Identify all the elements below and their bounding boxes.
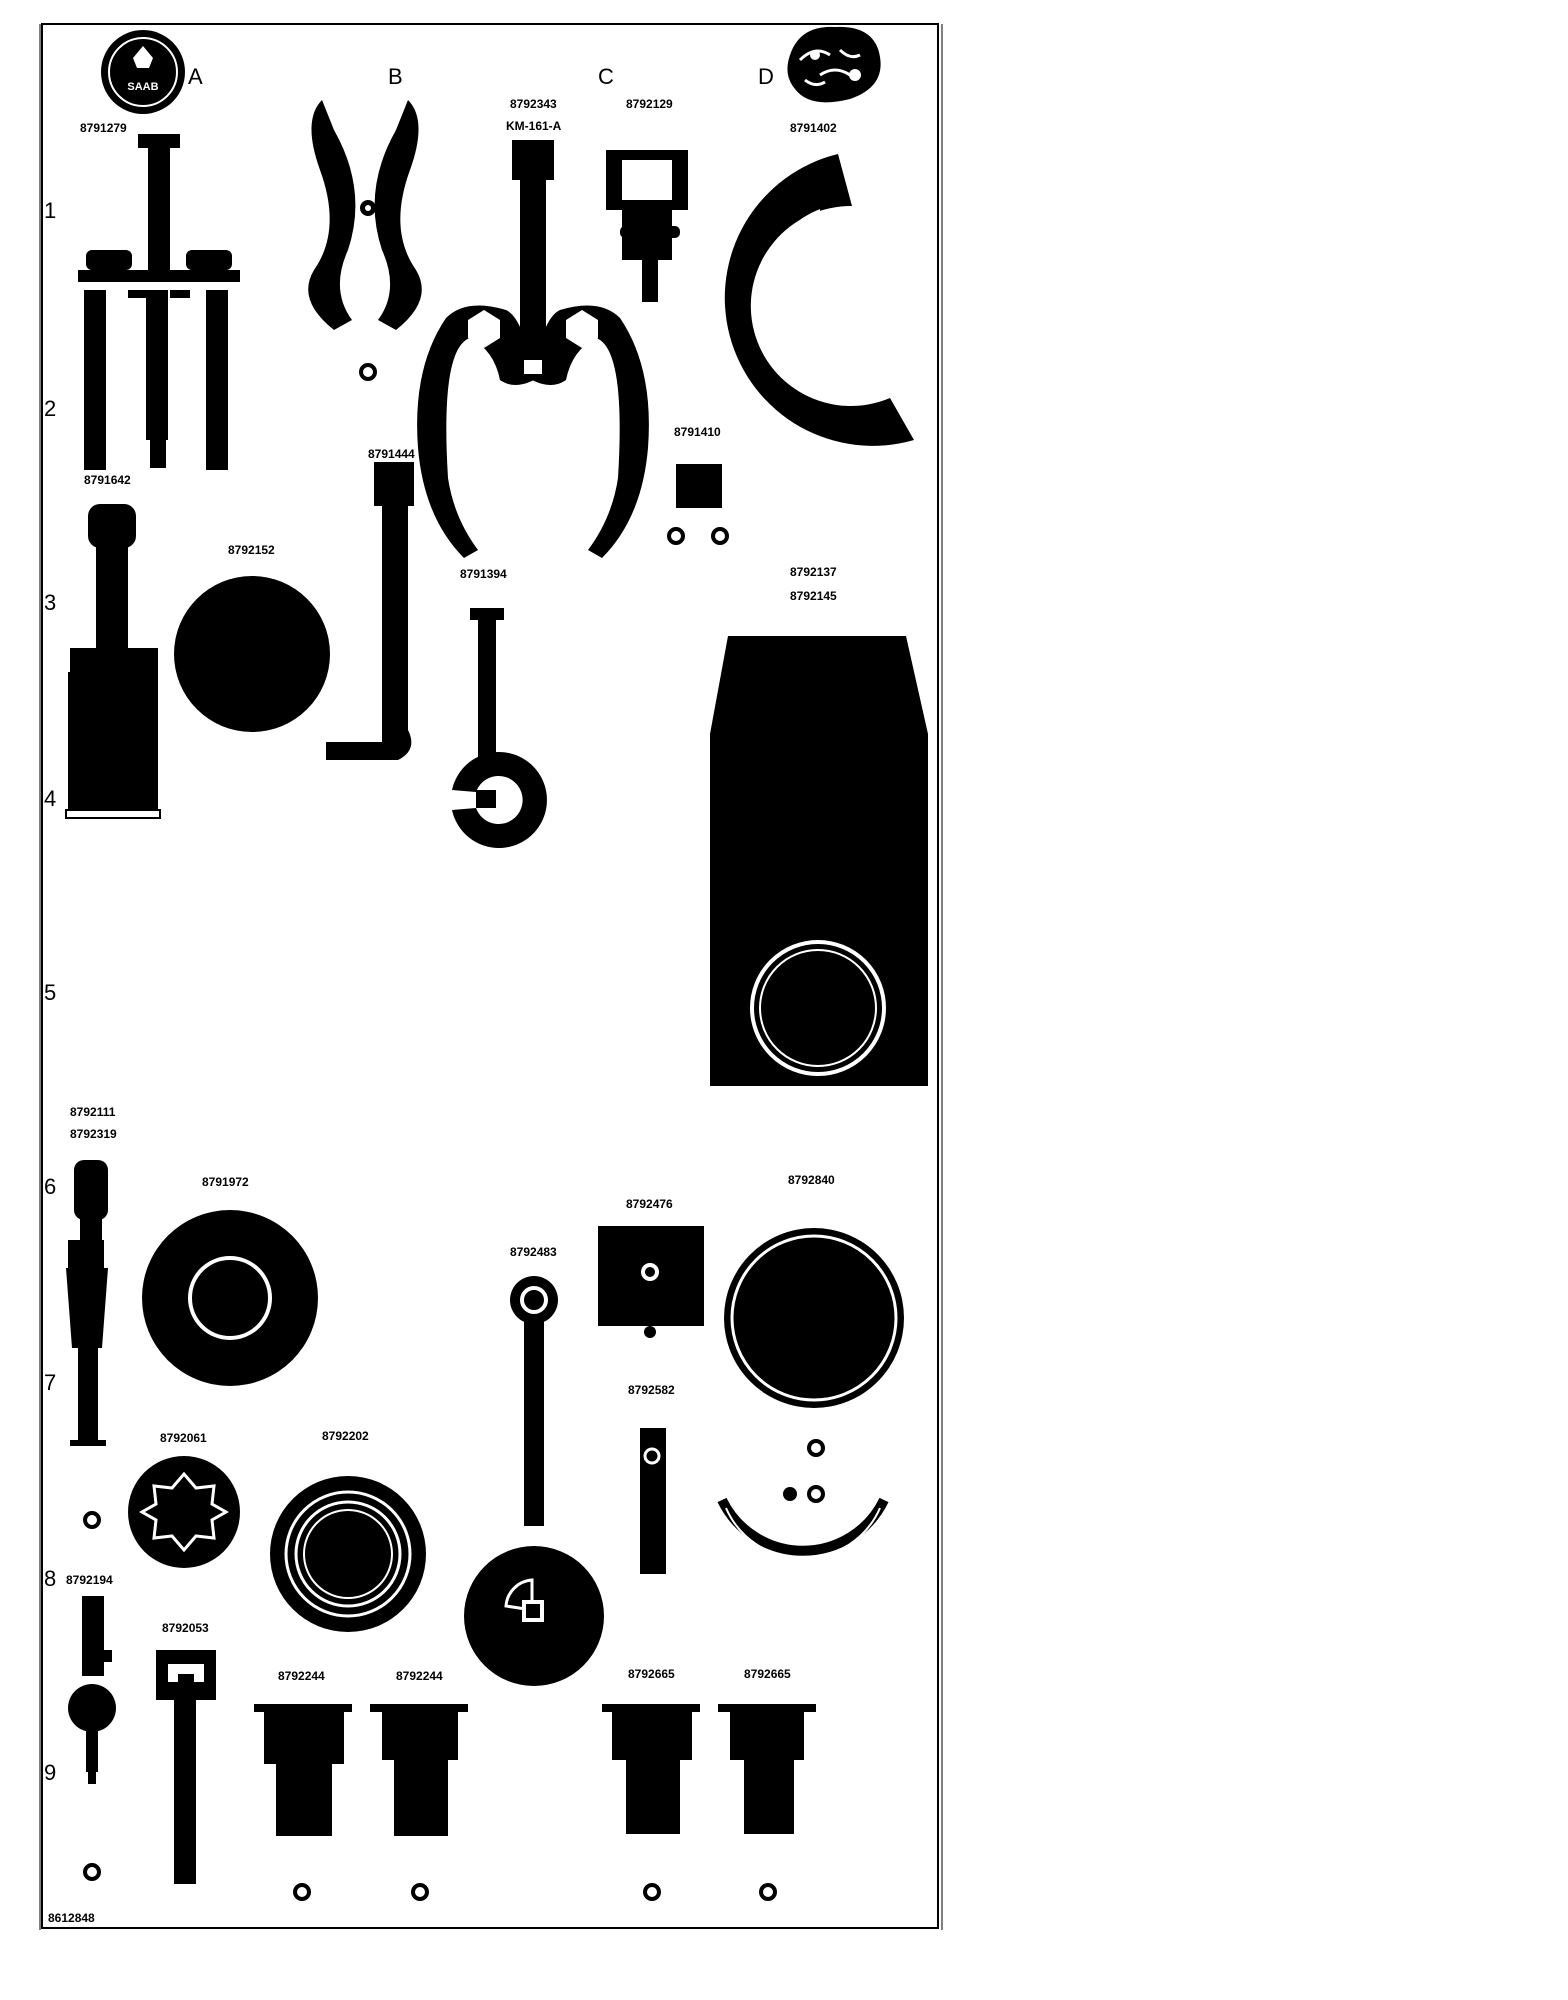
peg-hole — [83, 1863, 101, 1881]
part-label-8792840: 8792840 — [788, 1173, 835, 1187]
document-number: 8612848 — [48, 1911, 95, 1925]
ring-wrench-8791394 — [452, 608, 547, 849]
block-tool-8791410 — [676, 464, 722, 508]
sleeve-tool-8792665-b — [718, 1704, 816, 1834]
part-label-8792665-a: 8792665 — [628, 1667, 675, 1681]
peg-hole — [759, 1883, 777, 1901]
disc-tool-8792152 — [174, 576, 330, 732]
part-label-8792152: 8792152 — [228, 543, 275, 557]
gear-tool-8792061 — [128, 1456, 240, 1568]
row-label-4: 4 — [44, 786, 56, 811]
saab-logo: SAAB — [101, 30, 185, 114]
bar-tool-8792582 — [640, 1428, 666, 1574]
sleeve-tool-8792244-a — [254, 1704, 352, 1836]
part-label-8792145: 8792145 — [790, 589, 837, 603]
part-label-km161a: KM-161-A — [506, 119, 562, 133]
ring-tool-8792840 — [724, 1228, 904, 1408]
peg-hole — [711, 527, 729, 545]
part-label-8792343: 8792343 — [510, 97, 557, 111]
row-label-6: 6 — [44, 1174, 56, 1199]
peg-hole — [643, 1883, 661, 1901]
part-label-8792111: 8792111 — [70, 1105, 116, 1119]
fixture-tool-8792137 — [710, 636, 928, 1086]
part-label-8792665-b: 8792665 — [744, 1667, 791, 1681]
row-label-1: 1 — [44, 198, 56, 223]
part-label-8791410: 8791410 — [674, 425, 721, 439]
part-label-8792476: 8792476 — [626, 1197, 673, 1211]
part-label-8792319: 8792319 — [70, 1127, 117, 1141]
peg-hole — [411, 1883, 429, 1901]
bar-tool-8792053 — [156, 1650, 216, 1884]
part-label-8792194: 8792194 — [66, 1573, 113, 1587]
peg-hole — [359, 363, 377, 381]
part-label-8792202: 8792202 — [322, 1429, 369, 1443]
part-label-8792483: 8792483 — [510, 1245, 557, 1259]
sleeve-tool-8792244-b — [370, 1704, 468, 1836]
row-label-7: 7 — [44, 1370, 56, 1395]
wrench-tool-8791444 — [326, 462, 414, 760]
part-label-8792129: 8792129 — [626, 97, 673, 111]
part-label-8791642: 8791642 — [84, 473, 131, 487]
column-label-c: C — [598, 64, 614, 89]
half-ring-tool-8791402 — [724, 154, 914, 446]
part-label-8792137: 8792137 — [790, 565, 837, 579]
part-label-8791279: 8791279 — [80, 121, 127, 135]
half-ring-tool-d8 — [717, 1485, 889, 1560]
slide-hammer-8791642 — [65, 504, 161, 819]
part-label-8792061: 8792061 — [160, 1431, 207, 1445]
row-label-8: 8 — [44, 1566, 56, 1591]
peg-hole — [807, 1439, 825, 1457]
part-label-8792244-b: 8792244 — [396, 1669, 443, 1683]
ring-disc-8791972 — [142, 1210, 318, 1386]
plate-tool-8792476 — [598, 1226, 704, 1338]
peg-hole — [293, 1883, 311, 1901]
pliers-tool-b1 — [308, 100, 422, 330]
part-label-8791402: 8791402 — [790, 121, 837, 135]
part-label-8792582: 8792582 — [628, 1383, 675, 1397]
emblem-icon — [787, 26, 881, 103]
puller-tool-8791279 — [78, 134, 240, 470]
ring-tool-8792202 — [270, 1476, 426, 1632]
column-label-b: B — [388, 64, 403, 89]
row-label-2: 2 — [44, 396, 56, 421]
part-label-8791972: 8791972 — [202, 1175, 249, 1189]
long-tool-8792483 — [464, 1276, 604, 1686]
part-label-8792053: 8792053 — [162, 1621, 209, 1635]
puller-tool-km161a — [417, 140, 649, 558]
svg-text:SAAB: SAAB — [127, 81, 158, 93]
column-label-a: A — [188, 64, 203, 89]
row-label-9: 9 — [44, 1760, 56, 1785]
row-label-5: 5 — [44, 980, 56, 1005]
puller-tool-8792111 — [66, 1160, 108, 1446]
socket-tool-8792129 — [606, 150, 688, 302]
part-label-8792244-a: 8792244 — [278, 1669, 325, 1683]
row-label-3: 3 — [44, 590, 56, 615]
part-label-8791444: 8791444 — [368, 447, 415, 461]
part-label-8791394: 8791394 — [460, 567, 507, 581]
peg-hole — [83, 1511, 101, 1529]
column-label-d: D — [758, 64, 774, 89]
small-tool-8792194 — [68, 1596, 116, 1784]
peg-hole — [667, 527, 685, 545]
sleeve-tool-8792665-a — [602, 1704, 700, 1834]
